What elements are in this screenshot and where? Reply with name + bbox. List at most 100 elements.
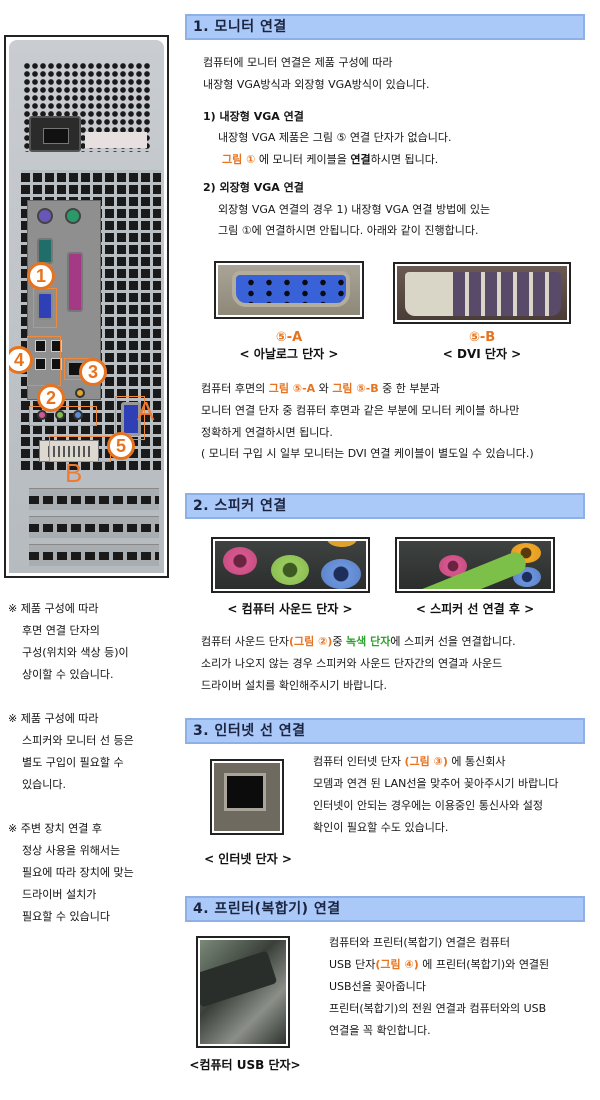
ps2-keyboard-port [65, 208, 81, 224]
text-fragment: 중 [332, 635, 347, 648]
speaker-connected-caption: < 스피커 선 연결 후 > [415, 602, 535, 616]
usb-port [51, 340, 62, 352]
external-vga-port [121, 402, 141, 436]
external-vga-line-1: 외장형 VGA 연결의 경우 1) 내장형 VGA 연결 방법에 있는 [218, 203, 491, 216]
highlight-box-1 [33, 288, 57, 328]
audio-jack-orange [75, 388, 85, 398]
internal-vga-line-2: 그림 ① 에 모니터 케이블을 연결하시면 됩니다. [222, 149, 438, 171]
printer-body-line-5: 연결을 꼭 확인합니다. [329, 1024, 431, 1037]
usb-port-photo [196, 936, 290, 1048]
expansion-slot [29, 516, 159, 538]
usb-port [35, 340, 46, 352]
speaker-body-line-2: 소리가 나오지 않는 경우 스피커와 사운드 단자간의 연결과 사운드 [201, 657, 503, 670]
internet-body-line-4: 확인이 필요할 수도 있습니다. [313, 821, 449, 834]
external-vga-heading: 2) 외장형 VGA 연결 [203, 181, 304, 194]
note-line: 필요할 수 있습니다 [22, 910, 110, 923]
figure-ref-4: (그림 ④) [375, 958, 419, 971]
figure-ref-5a: 그림 ⑤-A [268, 382, 316, 395]
text-fragment: 에 프린터(복합기)와 연결된 [418, 958, 550, 971]
note-line: 별도 구입이 필요할 수 [22, 756, 124, 769]
internal-vga-line-1: 내장형 VGA 제품은 그림 ⑤ 연결 단자가 없습니다. [218, 131, 452, 144]
note-line: 정상 사용을 위해서는 [22, 844, 121, 857]
external-vga-line-2: 그림 ①에 연결하시면 안됩니다. 아래와 같이 진행합니다. [218, 224, 479, 237]
internal-vga-heading: 1) 내장형 VGA 연결 [203, 110, 304, 123]
printer-body-line-1: 컴퓨터와 프린터(복합기) 연결은 컴퓨터 [329, 936, 510, 949]
figure-5a-title: < 아날로그 단자 > [239, 347, 339, 361]
green-jack [271, 555, 309, 585]
emphasis-connect: 연결 [350, 153, 371, 166]
note-configuration: ※ 제품 구성에 따라 후면 연결 단자의 구성(위치와 색상 등)이 상이할 … [8, 598, 178, 686]
figure-5b-title: < DVI 단자 > [442, 347, 522, 361]
badge-5: 5 [107, 432, 135, 460]
monitor-intro-line-2: 내장형 VGA방식과 외장형 VGA방식이 있습니다. [203, 78, 430, 91]
badge-4: 4 [9, 346, 33, 374]
usb-port-caption: <컴퓨터 USB 단자> [189, 1058, 301, 1072]
note-line: ※ 제품 구성에 따라 [8, 712, 99, 725]
monitor-body-line-1: 컴퓨터 후면의 그림 ⑤-A 와 그림 ⑤-B 중 한 부분과 [201, 378, 440, 400]
side-notes: ※ 제품 구성에 따라 후면 연결 단자의 구성(위치와 색상 등)이 상이할 … [8, 598, 178, 950]
figure-5a-label: ⑤-A [275, 330, 303, 345]
speaker-body-line-1: 컴퓨터 사운드 단자(그림 ②)중 녹색 단자에 스피커 선을 연결합니다. [201, 631, 516, 653]
expansion-slot [29, 488, 159, 510]
audio-jack-blue [73, 410, 83, 420]
note-line: 구성(위치와 색상 등)이 [22, 646, 129, 659]
highlight-box-2 [29, 406, 97, 426]
text-fragment: 컴퓨터 사운드 단자 [201, 635, 289, 648]
section-heading-speaker: 2. 스피커 연결 [185, 493, 585, 519]
orange-jack [327, 541, 357, 547]
audio-jack-pink [37, 410, 47, 420]
pc-rear-panel-image: 1 2 3 4 5 A B [4, 35, 169, 578]
onboard-vga-port [37, 292, 53, 320]
note-line: ※ 제품 구성에 따라 [8, 602, 99, 615]
psu-label [85, 132, 147, 148]
monitor-body-line-4: ( 모니터 구입 시 일부 모니터는 DVI 연결 케이블이 별도일 수 있습니… [201, 447, 534, 460]
note-separate-purchase: ※ 제품 구성에 따라 스피커와 모니터 선 등은 별도 구입이 필요할 수 있… [8, 708, 178, 796]
blue-jack [321, 559, 361, 589]
note-driver-install: ※ 주변 장치 연결 후 정상 사용을 위해서는 필요에 따라 장치에 맞는 드… [8, 818, 178, 928]
speaker-body-line-3: 드라이버 설치를 확인해주시기 바랍니다. [201, 679, 388, 692]
expansion-slot [29, 544, 159, 566]
ps2-mouse-port [37, 208, 53, 224]
lan-socket [224, 773, 266, 811]
section-heading-monitor: 1. 모니터 연결 [185, 14, 585, 40]
note-line: 후면 연결 단자의 [22, 624, 100, 637]
lan-port-caption: < 인터넷 단자 > [204, 852, 292, 866]
internet-body-line-1: 컴퓨터 인터넷 단자 (그림 ③) 에 통신회사 [313, 751, 506, 773]
figure-ref-5b: 그림 ⑤-B [332, 382, 379, 395]
figure-5b-label: ⑤-B [468, 330, 496, 345]
pc-case-illustration: 1 2 3 4 5 A B [9, 40, 164, 573]
lan-port-photo [210, 759, 284, 835]
text-fragment: 에 통신회사 [447, 755, 506, 768]
section-heading-internet: 3. 인터넷 선 연결 [185, 718, 585, 744]
parallel-port [67, 252, 83, 312]
internet-body-line-2: 모뎀과 연견 된 LAN선을 맞추어 꽂아주시기 바랍니다 [313, 777, 559, 790]
usb-cable-plug [200, 950, 278, 1008]
note-line: 상이할 수 있습니다. [22, 668, 114, 681]
text-fragment: 컴퓨터 후면의 [201, 382, 269, 395]
dvi-pins [405, 272, 561, 316]
note-line: 필요에 따라 장치에 맞는 [22, 866, 134, 879]
printer-body-line-4: 프린터(복합기)의 전원 연결과 컴퓨터와의 USB [329, 1002, 547, 1015]
note-line: ※ 주변 장치 연결 후 [8, 822, 103, 835]
pink-jack [439, 555, 467, 577]
sound-ports-caption: < 컴퓨터 사운드 단자 > [227, 602, 353, 616]
power-socket [29, 116, 81, 152]
audio-jack-green [55, 410, 65, 420]
serial-port [37, 238, 53, 264]
monitor-body-line-3: 정확하게 연결하시면 됩니다. [201, 426, 333, 439]
sound-ports-photo [211, 537, 370, 593]
figure-ref-1: 그림 ① [222, 153, 256, 166]
monitor-intro-line-1: 컴퓨터에 모니터 연결은 제품 구성에 따라 [203, 56, 393, 69]
note-line: 드라이버 설치가 [22, 888, 97, 901]
text-fragment: 에 모니터 케이블을 [255, 153, 351, 166]
text-fragment: 컴퓨터 인터넷 단자 [313, 755, 405, 768]
pink-jack [223, 547, 257, 575]
badge-1: 1 [27, 262, 55, 290]
usb-port [35, 358, 46, 370]
text-fragment: 와 [315, 382, 333, 395]
label-letter-a: A [137, 396, 155, 426]
figure-5b-caption: ⑤-B < DVI 단자 > [393, 330, 571, 362]
text-fragment: USB 단자 [329, 958, 376, 971]
badge-3: 3 [79, 358, 107, 386]
vga-pins [232, 271, 350, 307]
